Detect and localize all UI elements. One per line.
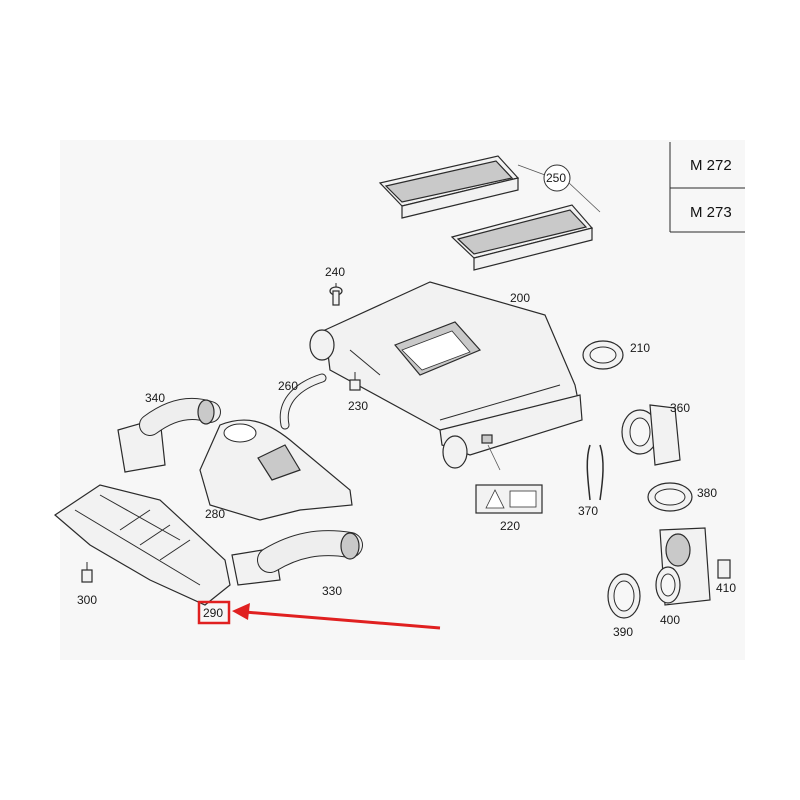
part-label-300: 300 [77, 593, 97, 607]
hose-260: 260 [278, 373, 327, 430]
highlight-290: 290 [197, 600, 441, 630]
hose-330: 330 [231, 530, 363, 598]
part-label-400: 400 [660, 613, 680, 627]
part-label-230: 230 [348, 399, 368, 413]
clip-300: 300 [77, 562, 97, 607]
highlight-arrow [244, 610, 441, 630]
engine-cover-280: 280 [199, 419, 353, 521]
part-label-370: 370 [578, 504, 598, 518]
sensor-housing-400: 400 [655, 527, 711, 627]
part-label-260: 260 [278, 379, 298, 393]
ring-380: 380 [647, 482, 717, 512]
air-filter-housing-200: 200 [309, 281, 583, 471]
warning-label-220: 220 [475, 484, 543, 533]
seal-ring-210: 210 [582, 340, 650, 370]
part-label-250: 250 [546, 171, 566, 185]
engine-code-table: M 272 M 273 [669, 142, 745, 233]
engine-code-m272: M 272 [690, 157, 732, 174]
highlight-box [197, 600, 231, 625]
mass-airflow-360: 360 [621, 401, 690, 466]
highlight-arrow-head [232, 603, 250, 620]
part-label-410: 410 [716, 581, 736, 595]
part-label-200: 200 [510, 291, 530, 305]
plug-410: 410 [716, 559, 736, 595]
part-label-240: 240 [325, 265, 345, 279]
part-label-330: 330 [322, 584, 342, 598]
part-label-280: 280 [205, 507, 225, 521]
air-filter-elements: 250 [378, 155, 601, 271]
part-label-360: 360 [670, 401, 690, 415]
clip-230: 230 [348, 372, 368, 413]
part-label-390: 390 [613, 625, 633, 639]
intake-duct-340: 340 [117, 391, 221, 473]
part-label-220: 220 [500, 519, 520, 533]
air-scoop-290 [54, 484, 231, 606]
ring-390: 390 [607, 573, 641, 639]
engine-code-m273: M 273 [690, 204, 732, 221]
screw-240: 240 [325, 265, 345, 306]
seal-370: 370 [578, 444, 604, 518]
part-label-380: 380 [697, 486, 717, 500]
part-label-340: 340 [145, 391, 165, 405]
part-label-210: 210 [630, 341, 650, 355]
part-label-290: 290 [203, 606, 223, 620]
